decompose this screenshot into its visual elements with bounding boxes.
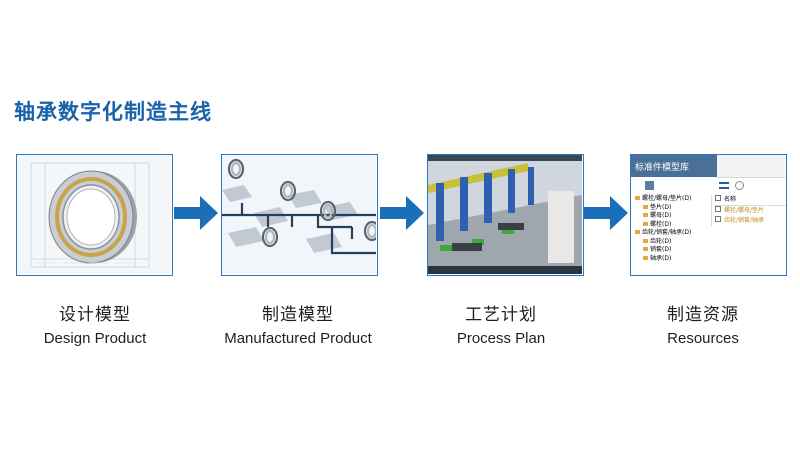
refresh-icon[interactable] (735, 181, 744, 190)
step-caption-manufactured: 制造模型 Manufactured Product (208, 300, 388, 347)
list-view-icon[interactable] (719, 182, 729, 189)
folder-icon (643, 221, 648, 226)
resource-library-window: 标准件模型库 螺栓/螺母/垫片(D) 垫片(D) 螺母(D) 螺栓(D) 齿轮/… (631, 155, 786, 274)
arrow-right-icon (174, 196, 218, 230)
folder-icon (643, 204, 648, 209)
step-label-cn: 制造资源 (667, 305, 739, 325)
step-label-cn: 设计模型 (59, 305, 131, 325)
folder-icon (643, 247, 648, 251)
tree-node[interactable]: 齿轮/销套/轴承(D) (633, 229, 707, 238)
step-label-en: Process Plan (456, 330, 546, 347)
tree-node[interactable]: 销套(D) (633, 246, 707, 255)
process-plan-panel[interactable] (427, 154, 584, 276)
library-toolbar (717, 155, 785, 178)
checkbox[interactable] (715, 206, 721, 212)
step-label-en: Design Product (43, 330, 147, 347)
folder-icon (643, 255, 648, 260)
folder-icon (643, 213, 648, 217)
step-label-en: Manufactured Product (224, 330, 372, 347)
list-item[interactable]: 螺栓/螺母/垫片 (715, 206, 786, 216)
step-caption-process: 工艺计划 Process Plan (411, 300, 591, 347)
factory-3d-image (428, 155, 582, 274)
tree-node[interactable]: 螺栓(D) (633, 221, 707, 230)
folder-icon (635, 230, 640, 234)
checkbox[interactable] (715, 195, 721, 201)
step-label-cn: 制造模型 (262, 305, 334, 325)
checkbox[interactable] (715, 216, 721, 222)
folder-icon (635, 196, 640, 200)
tree-node[interactable]: 齿轮(D) (633, 238, 707, 247)
library-header-title: 标准件模型库 (635, 163, 690, 173)
resources-panel[interactable]: 标准件模型库 螺栓/螺母/垫片(D) 垫片(D) 螺母(D) 螺栓(D) 齿轮/… (630, 154, 787, 276)
library-header: 标准件模型库 (631, 155, 717, 177)
folder-tree: 螺栓/螺母/垫片(D) 垫片(D) 螺母(D) 螺栓(D) 齿轮/销套/轴承(D… (633, 195, 707, 263)
library-icon[interactable] (645, 181, 654, 190)
tree-node[interactable]: 螺栓/螺母/垫片(D) (633, 195, 707, 204)
step-caption-design: 设计模型 Design Product (5, 300, 185, 347)
item-list: 名称 螺栓/螺母/垫片 齿轮/销套/轴承 (711, 195, 786, 226)
tree-node[interactable]: 轴承(D) (633, 255, 707, 264)
tree-node[interactable]: 螺母(D) (633, 212, 707, 221)
toolbar-icons (635, 181, 785, 191)
bearing-structure-image (222, 155, 377, 274)
bearing-cad-image (17, 155, 171, 274)
step-label-cn: 工艺计划 (465, 305, 537, 325)
list-item[interactable]: 齿轮/销套/轴承 (715, 216, 786, 226)
list-header: 名称 (715, 195, 786, 206)
step-caption-resources: 制造资源 Resources (613, 300, 793, 347)
arrow-right-icon (584, 196, 628, 230)
design-product-panel[interactable] (16, 154, 173, 276)
arrow-right-icon (380, 196, 424, 230)
page-title: 轴承数字化制造主线 (14, 100, 212, 124)
tree-node[interactable]: 垫片(D) (633, 204, 707, 213)
step-label-en: Resources (667, 330, 739, 347)
folder-icon (643, 238, 648, 243)
manufactured-product-panel[interactable] (221, 154, 378, 276)
